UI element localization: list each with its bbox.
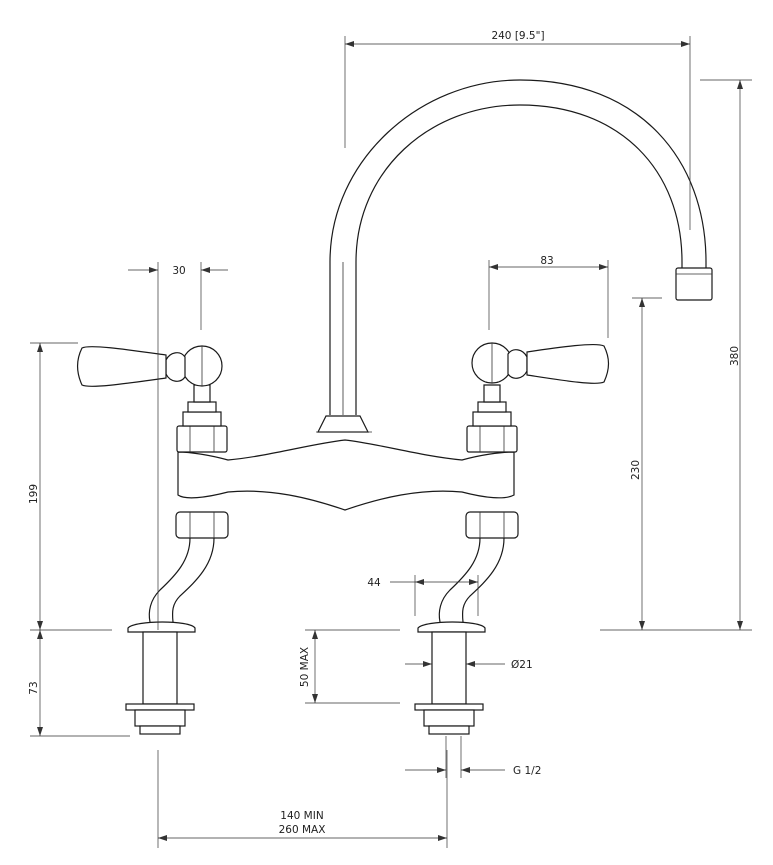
label-deck-thickness: 50 MAX	[299, 647, 311, 687]
spout	[316, 79, 713, 433]
dimension-labels: 240 [9.5"] 380 230 83 30 199 73 50 MAX 4…	[28, 30, 741, 836]
right-valve	[466, 342, 610, 453]
bridge	[177, 439, 515, 511]
label-shank-length: 73	[28, 681, 40, 694]
left-leg	[127, 511, 229, 633]
label-spout-height: 230	[630, 460, 642, 480]
label-leg-offset: 44	[367, 577, 381, 589]
label-total-height: 380	[729, 346, 741, 366]
label-handle-length-right: 83	[540, 255, 553, 267]
left-shank	[125, 631, 195, 735]
faucet-outline	[76, 79, 713, 735]
right-leg	[417, 511, 519, 633]
label-shank-diameter: Ø21	[511, 659, 533, 671]
label-centres-max: 260 MAX	[279, 824, 326, 836]
label-spout-reach: 240 [9.5"]	[491, 30, 544, 42]
label-handle-offset-left: 30	[172, 265, 185, 277]
right-shank	[414, 631, 484, 735]
dimension-lines	[30, 36, 752, 848]
label-thread: G 1/2	[513, 765, 541, 777]
left-valve	[76, 345, 228, 453]
label-body-height: 199	[28, 484, 40, 504]
label-centres-min: 140 MIN	[280, 810, 323, 822]
